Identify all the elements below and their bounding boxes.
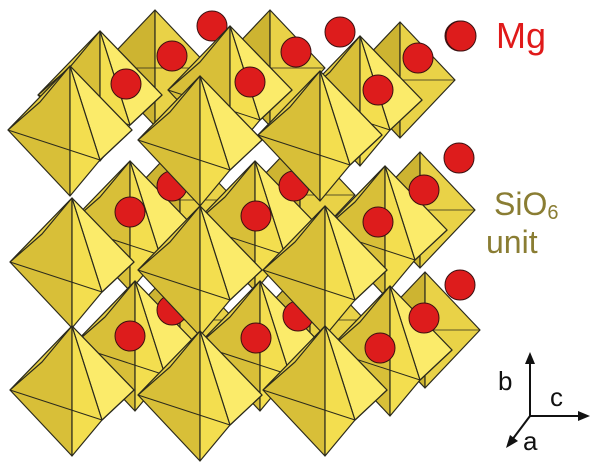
mg-atom [196,10,228,42]
axis-c-arrowhead [578,411,590,421]
mg-atom [444,269,476,301]
mg-atom [240,322,272,354]
mg-atom [114,320,146,352]
sio6-label: SiO6 [494,186,559,224]
mg-atom [240,200,272,232]
sio6-label-main: SiO [494,186,548,222]
axis-a-arrowhead [506,435,518,448]
mg-atom [362,206,394,238]
mg-atom [362,74,394,106]
mg-atom [408,302,440,334]
unit-label: unit [486,224,538,260]
mg-atom [324,16,356,48]
axis-a-arrow [511,415,531,441]
mg-atom [110,68,142,100]
mg-label: Mg [496,15,547,56]
mg-atoms-front [114,196,396,364]
mg-atom [234,66,266,98]
axis-b-arrowhead [525,352,535,364]
mg-atom [364,332,396,364]
axis-indicator [506,352,590,448]
mg-atom [443,142,475,174]
axis-a-label: a [523,426,538,456]
mg-atom [280,36,312,68]
mg-atom [408,174,440,206]
mg-legend-atom [445,20,477,52]
axis-b-label: b [498,366,513,396]
mg-atom [156,40,188,72]
sio6-label-subscript: 6 [547,202,559,224]
octahedra-front-layer [7,65,388,462]
mg-atom [114,196,146,228]
mg-atom [402,42,434,74]
mg-atoms-back [156,10,476,301]
axis-c-label: c [550,382,563,412]
